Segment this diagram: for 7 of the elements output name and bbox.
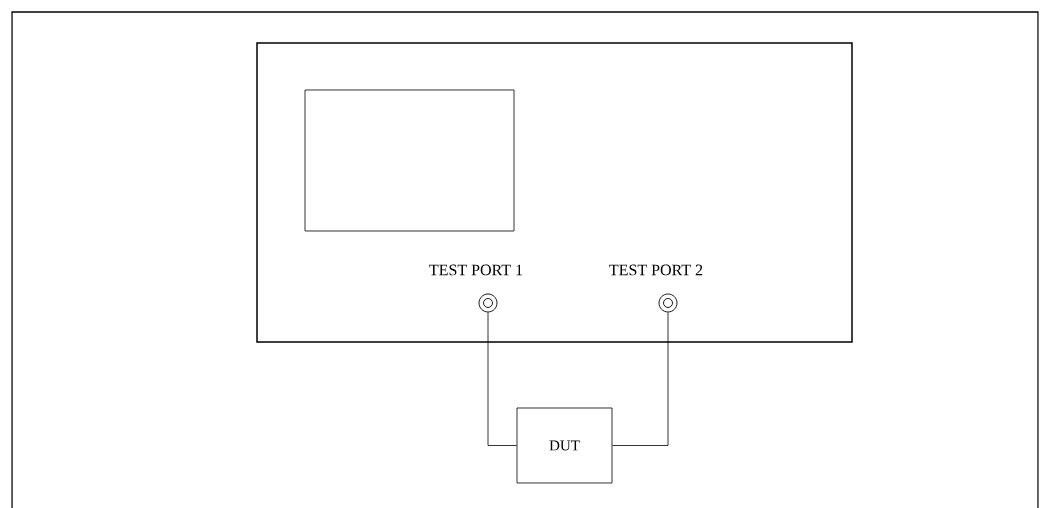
dut-box: DUT <box>516 407 613 484</box>
connecting-cable <box>487 312 517 446</box>
port-label: TEST PORT 1 <box>429 264 523 276</box>
port-label: TEST PORT 2 <box>609 264 703 276</box>
analyzer-box <box>256 42 853 343</box>
display-screen <box>304 89 515 232</box>
connecting-cable <box>612 312 669 446</box>
